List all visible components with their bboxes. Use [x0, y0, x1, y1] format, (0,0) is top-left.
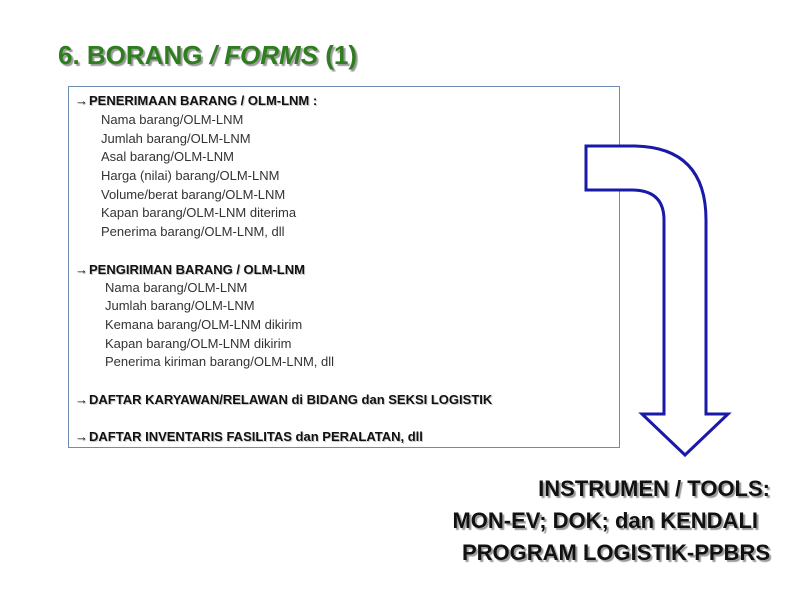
right-arrow-icon: → [75, 262, 88, 277]
section-inventaris-heading: →DAFTAR INVENTARIS FASILITAS dan PERALAT… [75, 429, 423, 444]
section-pengiriman-heading: →PENGIRIMAN BARANG / OLM-LNM [75, 262, 305, 277]
list-item: Kapan barang/OLM-LNM dikirim [105, 336, 292, 351]
right-arrow-icon: → [75, 392, 88, 407]
list-item: Kemana barang/OLM-LNM dikirim [105, 317, 303, 332]
title-suffix: (1) [318, 40, 358, 70]
title-separator: / [209, 40, 217, 70]
list-item: Asal barang/OLM-LNM [101, 149, 234, 164]
forms-content-box: →PENERIMAAN BARANG / OLM-LNM : Nama bara… [68, 86, 620, 448]
right-arrow-icon: → [75, 429, 88, 444]
page-title: 6. BORANG / FORMS (1) [58, 40, 357, 71]
title-forms: FORMS [224, 40, 319, 70]
instrument-line-2: MON-EV; DOK; dan KENDALI [452, 508, 758, 533]
list-item: Jumlah barang/OLM-LNM [105, 298, 255, 313]
section-penerimaan-heading: →PENERIMAAN BARANG / OLM-LNM : [75, 93, 318, 108]
list-item: Volume/berat barang/OLM-LNM [101, 187, 286, 202]
instrument-line-1: INSTRUMEN / TOOLS: [538, 476, 770, 501]
list-item: Jumlah barang/OLM-LNM [101, 131, 251, 146]
right-arrow-icon: → [75, 93, 88, 108]
instrument-line-3: PROGRAM LOGISTIK-PPBRS [461, 540, 770, 565]
section-karyawan-heading: →DAFTAR KARYAWAN/RELAWAN di BIDANG dan S… [75, 392, 493, 407]
list-item: Nama barang/OLM-LNM [101, 112, 244, 127]
title-number: 6. BORANG [58, 40, 210, 70]
list-item: Penerima barang/OLM-LNM, dll [101, 224, 285, 239]
list-item: Penerima kiriman barang/OLM-LNM, dll [105, 354, 335, 369]
list-item: Nama barang/OLM-LNM [105, 280, 248, 295]
list-item: Kapan barang/OLM-LNM diterima [101, 205, 297, 220]
list-item: Harga (nilai) barang/OLM-LNM [101, 168, 280, 183]
